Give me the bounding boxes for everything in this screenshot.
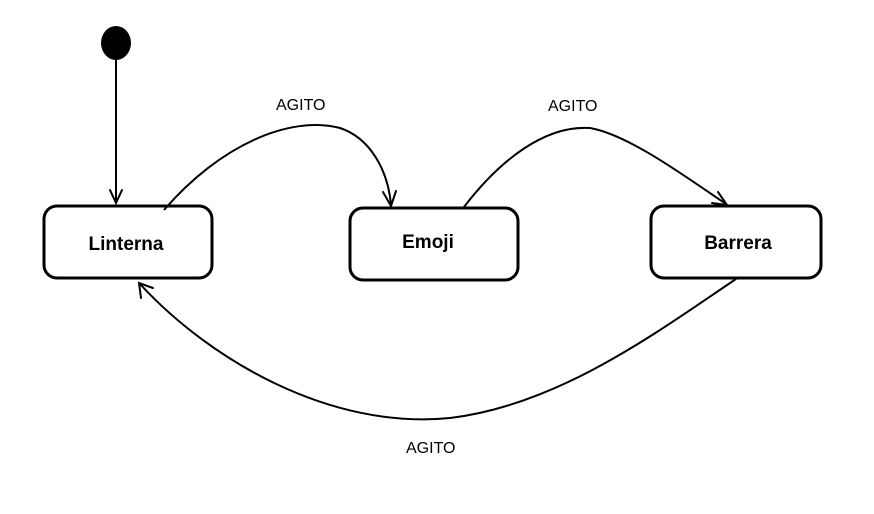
transition-label-linterna-emoji: AGITO xyxy=(276,97,326,114)
transition-barrera-linterna-arrowhead xyxy=(137,281,154,299)
state-label-barrera: Barrera xyxy=(704,233,772,254)
transition-linterna-emoji-arrowhead xyxy=(382,190,397,209)
state-linterna: Linterna xyxy=(42,204,214,280)
transition-label-barrera-linterna: AGITO xyxy=(406,440,456,457)
initial-transition-arrowhead xyxy=(109,189,123,206)
transition-linterna-emoji xyxy=(163,124,392,211)
state-label-linterna: Linterna xyxy=(89,234,164,255)
transition-label-emoji-barrera: AGITO xyxy=(548,98,598,115)
state-emoji: Emoji xyxy=(348,206,520,282)
state-barrera: Barrera xyxy=(649,204,823,280)
initial-state-dot xyxy=(101,26,131,60)
transition-emoji-barrera xyxy=(463,126,727,208)
transition-barrera-linterna xyxy=(139,278,737,421)
transition-emoji-barrera-arrowhead xyxy=(711,191,730,207)
state-label-emoji: Emoji xyxy=(402,232,454,253)
